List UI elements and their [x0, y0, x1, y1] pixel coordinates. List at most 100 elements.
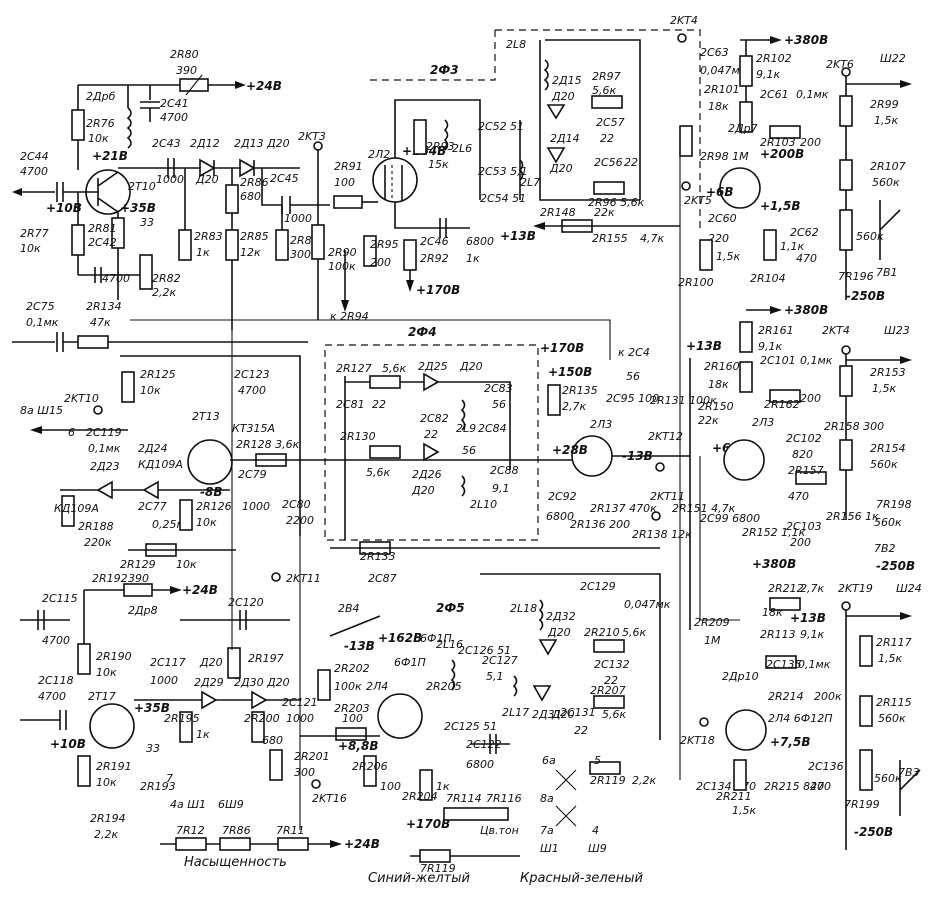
label-2r190: 2R190: [96, 650, 132, 663]
diode-2d32: [538, 639, 558, 656]
label-2r130: 2R130: [340, 430, 376, 443]
resistor-2r115: [859, 695, 873, 727]
label-2c99: 2C99 6800: [700, 512, 760, 525]
resistor-2r127: [369, 375, 401, 389]
label-2c126: 2C126 51: [458, 644, 511, 657]
label-2r209: 2R209: [694, 616, 730, 629]
stage-2f4: 2Ф4 +170В к 2C4 2R127 5,6к 2Д25 Д20 2C81…: [324, 325, 650, 541]
resistor-7r86: [219, 837, 251, 851]
label-2c75-value: 0,1мк: [26, 316, 59, 329]
stage-middle-right: +13В 2KT4 Ш23 +380В 2R161 9,1к 2R160 18к…: [672, 303, 915, 630]
label-plus358-a: +35В: [120, 201, 156, 215]
label-2r205: 2R205: [426, 680, 462, 693]
label-2r115: 2R115: [876, 696, 912, 709]
label-2l18: 2L18: [510, 602, 537, 615]
label-2r113: 2R113: [760, 628, 796, 641]
label-sh23: Ш23: [884, 324, 910, 337]
label-2c46: 2C46: [420, 235, 449, 248]
testpoint-2kt11-b: [651, 511, 661, 521]
label-2r92-value: 1к: [466, 252, 480, 265]
label-2c57: 2C57: [596, 116, 625, 129]
label-2d12: 2Д12: [190, 137, 220, 150]
label-2c92: 2C92: [548, 490, 577, 503]
label-2r135-value: 2,7к: [562, 400, 586, 413]
resistor-2r97: [591, 95, 623, 109]
resistor-2r153: [839, 365, 853, 397]
label-2r119-a-value: 2,2к: [632, 774, 656, 787]
label-sh24: Ш24: [896, 582, 922, 595]
label-2r157: 2R157: [788, 464, 824, 477]
label-2r190-value: 10к: [96, 666, 117, 679]
label-7r116: 7R116: [486, 792, 522, 805]
label-2r210: 2R210: [584, 626, 620, 639]
label-2r100: 2R100: [678, 276, 714, 289]
label-2r195: 2R195: [164, 712, 200, 725]
label-2r203-value: 100: [342, 712, 363, 725]
label-2r117-value: 1,5к: [878, 652, 902, 665]
label-2l4: 2Л4: [366, 680, 388, 693]
label-2c83: 2C83: [484, 382, 513, 395]
label-2d31: 2Д31: [532, 708, 562, 721]
resistor-7r119: [419, 849, 451, 863]
label-plus24-b: +24В: [182, 583, 218, 597]
label-2b4: 2В4: [338, 602, 360, 615]
label-d20-e: Д20: [411, 484, 435, 497]
label-minus250-c: -250В: [854, 825, 893, 839]
label-2c63-value: 0,047мк: [700, 64, 747, 77]
label-2r150: 2R150: [698, 400, 734, 413]
label-2kt4-b: 2KT4: [822, 324, 850, 337]
label-2d26: 2Д26: [412, 468, 442, 481]
label-sh8a: 8а: [540, 792, 554, 805]
label-2d13: 2Д13 Д20: [234, 137, 290, 150]
resistor-2r195: [179, 711, 193, 743]
resistor-2r202: [317, 669, 331, 701]
label-2c129: 2C129: [580, 580, 616, 593]
label-2c80-value: 2200: [286, 514, 314, 527]
testpoint-2kt18: [699, 717, 709, 727]
diode-2d26: [423, 442, 440, 462]
label-2c88-value: 9,1: [492, 482, 510, 495]
label-2r90-value: 100к: [328, 260, 356, 273]
resistor-2r191: [77, 755, 91, 787]
label-2r127-value: 5,6к: [382, 362, 406, 375]
label-2r82-value: 2,2к: [152, 286, 176, 299]
resistor-2r203: [335, 727, 367, 741]
testpoint-2kt3: [313, 141, 323, 151]
testpoint-2kt11-a: [271, 572, 281, 582]
label-2f5: 2Ф5: [436, 601, 465, 615]
label-2c61: 2C61: [760, 88, 789, 101]
label-7b3: 7В3: [898, 766, 920, 779]
label-2c132: 2C132: [594, 658, 630, 671]
label-2r125: 2R125: [140, 368, 176, 381]
label-2r154-value: 560к: [870, 458, 898, 471]
diode-2d23: [96, 480, 113, 500]
label-2r204: 2R204: [402, 790, 438, 803]
label-sh6a: 6а: [542, 754, 556, 767]
label-2r117: 2R117: [876, 636, 912, 649]
label-2r162: 2R162: [764, 398, 800, 411]
label-k2c4: к 2C4: [618, 346, 650, 359]
label-2r207: 2R207: [590, 684, 626, 697]
label-2c132-value: 22: [604, 674, 618, 687]
label-2r206: 2R206: [352, 760, 388, 773]
resistor-2r77: [71, 224, 85, 256]
label-2r86: 2R86: [240, 176, 269, 189]
label-plus24-c: +24В: [344, 837, 380, 851]
stage-2r133: 2R133 2C87 2KT11 2KT11: [271, 490, 685, 585]
label-2dr10: 2Др10: [722, 670, 759, 683]
label-2kt11-a: 2KT11: [286, 572, 321, 585]
bus-wires: [130, 130, 740, 830]
label-2c102-value: 820: [792, 448, 813, 461]
label-2r160: 2R160: [704, 360, 740, 373]
resistor-2r154: [839, 439, 853, 471]
label-2r104-value: 1,1к: [780, 240, 804, 253]
testpoint-2kt10: [93, 405, 103, 415]
label-2r161: 2R161: [758, 324, 794, 337]
label-2c81-value: 22: [372, 398, 386, 411]
label-2c79-value: 1000: [242, 500, 270, 513]
label-plus150: +150В: [548, 365, 592, 379]
label-2c44: 2C44: [20, 150, 49, 163]
label-2r157-value: 470: [788, 490, 809, 503]
diode-2d12: [199, 158, 216, 178]
